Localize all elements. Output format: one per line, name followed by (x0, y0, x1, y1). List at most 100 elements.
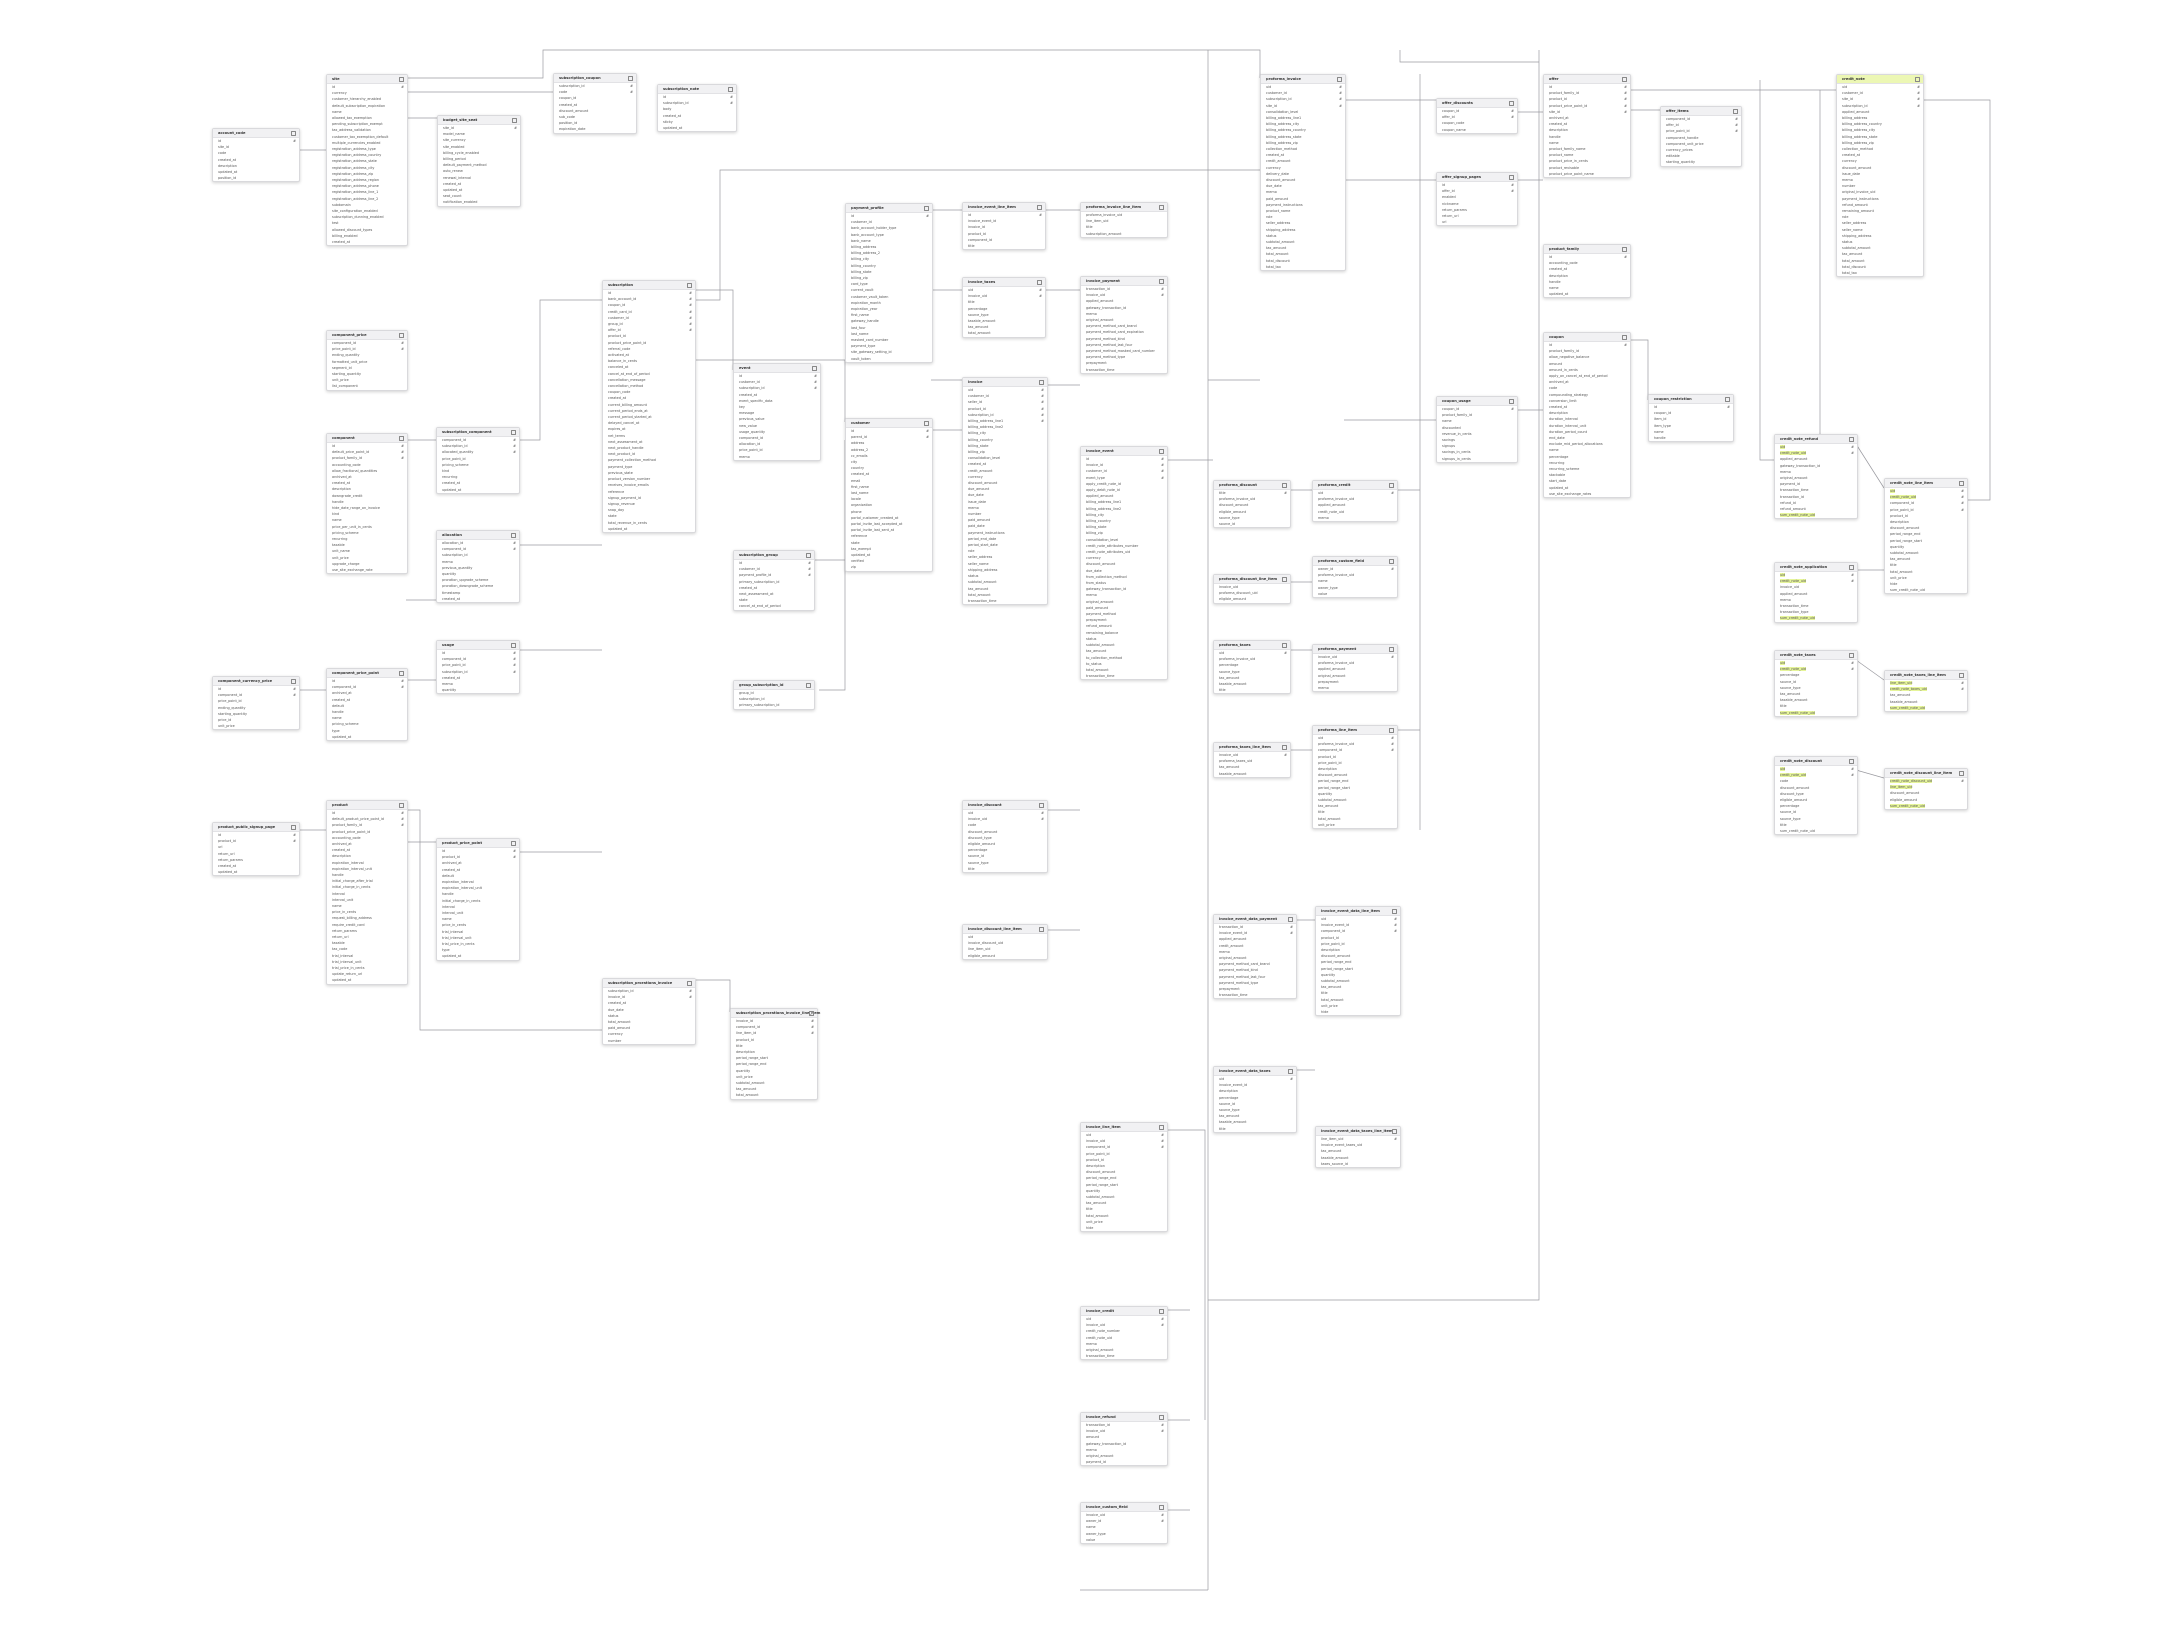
table-menu-icon[interactable] (1622, 77, 1627, 82)
table-menu-icon[interactable] (1337, 77, 1342, 82)
table-menu-icon[interactable] (924, 421, 929, 426)
table-menu-icon[interactable] (1282, 483, 1287, 488)
table-menu-icon[interactable] (728, 87, 733, 92)
table-menu-icon[interactable] (924, 206, 929, 211)
table-menu-icon[interactable] (1959, 771, 1964, 776)
table-menu-icon[interactable] (806, 683, 811, 688)
table-menu-icon[interactable] (687, 981, 692, 986)
table-menu-icon[interactable] (1392, 1129, 1397, 1134)
table-menu-icon[interactable] (1733, 109, 1738, 114)
table-menu-icon[interactable] (1622, 335, 1627, 340)
table-menu-icon[interactable] (1039, 803, 1044, 808)
table-menu-icon[interactable] (511, 430, 516, 435)
table-menu-icon[interactable] (399, 436, 404, 441)
table-menu-icon[interactable] (687, 283, 692, 288)
table-menu-icon[interactable] (1159, 1415, 1164, 1420)
table-menu-icon[interactable] (399, 77, 404, 82)
table-menu-icon[interactable] (1509, 101, 1514, 106)
table-menu-icon[interactable] (1959, 673, 1964, 678)
table-menu-icon[interactable] (1389, 559, 1394, 564)
table-menu-icon[interactable] (1039, 380, 1044, 385)
table-subscription-prorations-invoice-line-item[interactable]: subscription_prorations_invoice_line_ite… (730, 1008, 820, 1100)
table-menu-icon[interactable] (1915, 77, 1920, 82)
table-menu-icon[interactable] (1037, 280, 1042, 285)
table-menu-icon[interactable] (1849, 759, 1854, 764)
table-menu-icon[interactable] (1849, 653, 1854, 658)
table-menu-icon[interactable] (1159, 279, 1164, 284)
table-menu-icon[interactable] (1159, 1125, 1164, 1130)
table-menu-icon[interactable] (1159, 1505, 1164, 1510)
table-menu-icon[interactable] (1037, 205, 1042, 210)
table-menu-icon[interactable] (1389, 728, 1394, 733)
table-menu-icon[interactable] (291, 131, 296, 136)
table-menu-icon[interactable] (1282, 643, 1287, 648)
table-menu-icon[interactable] (628, 76, 633, 81)
table-menu-icon[interactable] (1849, 437, 1854, 442)
table-menu-icon[interactable] (812, 366, 817, 371)
table-menu-icon[interactable] (1288, 917, 1293, 922)
table-menu-icon[interactable] (399, 803, 404, 808)
table-menu-icon[interactable] (1159, 449, 1164, 454)
table-menu-icon[interactable] (1725, 397, 1730, 402)
table-menu-icon[interactable] (511, 841, 516, 846)
table-menu-icon[interactable] (1389, 647, 1394, 652)
table-menu-icon[interactable] (511, 533, 516, 538)
table-menu-icon[interactable] (291, 825, 296, 830)
table-menu-icon[interactable] (1849, 565, 1854, 570)
table-menu-icon[interactable] (1282, 577, 1287, 582)
table-menu-icon[interactable] (809, 1011, 814, 1016)
table-menu-icon[interactable] (1509, 399, 1514, 404)
table-menu-icon[interactable] (1622, 247, 1627, 252)
table-menu-icon[interactable] (291, 679, 296, 684)
table-menu-icon[interactable] (1389, 483, 1394, 488)
table-menu-icon[interactable] (1959, 481, 1964, 486)
table-menu-icon[interactable] (806, 553, 811, 558)
